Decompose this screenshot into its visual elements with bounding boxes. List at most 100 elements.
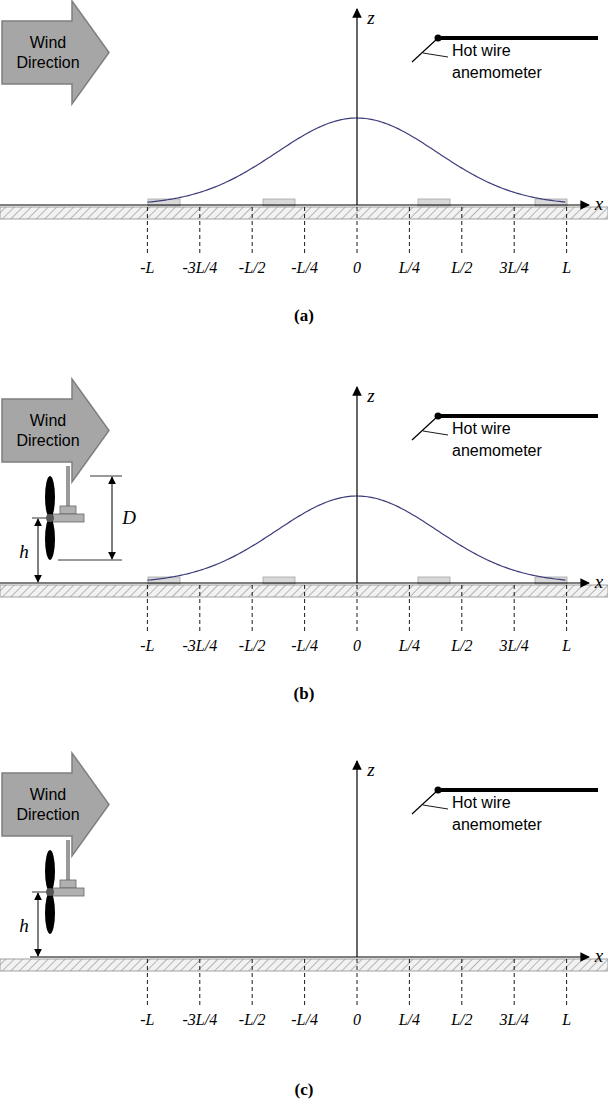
tick-label: L/4 <box>399 636 420 655</box>
turbine-nacelle <box>60 880 76 888</box>
leader-line <box>423 431 448 435</box>
position-line <box>514 585 515 632</box>
rotor-blade <box>45 850 55 892</box>
tick-label: -L <box>140 636 154 655</box>
position-line <box>409 959 410 1006</box>
position-line <box>566 959 567 1006</box>
x-axis <box>0 204 589 205</box>
position-line <box>199 585 200 632</box>
anemometer-probe <box>412 416 438 440</box>
tick-label: L/2 <box>451 258 472 277</box>
panel-caption: (a) <box>294 306 314 326</box>
turbine-nacelle <box>60 506 76 514</box>
extension-line <box>58 560 122 561</box>
tick-label: L <box>562 636 571 655</box>
position-line <box>461 207 462 254</box>
tick-label: -L/2 <box>239 636 266 655</box>
panel-caption: (b) <box>294 684 315 704</box>
anemometer-support <box>438 788 598 792</box>
position-line <box>514 207 515 254</box>
rotor-blade <box>45 892 55 934</box>
anemometer-label: Hot wire anemometer <box>452 792 564 836</box>
anemometer-support <box>438 414 598 418</box>
position-line <box>514 959 515 1006</box>
position-line <box>252 207 253 254</box>
arrow-label: Wind Direction <box>10 411 86 451</box>
dimension-label: h <box>19 915 29 938</box>
tick-label: -3L/4 <box>182 258 217 277</box>
tick-label: L <box>562 258 571 277</box>
block-arrow <box>2 753 109 856</box>
panel-caption: (c) <box>295 1080 314 1100</box>
tick-label: -L/4 <box>291 258 318 277</box>
extension-line <box>90 476 122 477</box>
tick-label: L/2 <box>451 1010 472 1029</box>
position-line <box>304 585 305 632</box>
tick-label: -3L/4 <box>182 636 217 655</box>
tick-label: 0 <box>353 1010 361 1029</box>
rotor-hub <box>46 888 54 896</box>
tick-label: L <box>562 1010 571 1029</box>
position-line <box>252 959 253 1006</box>
x-axis <box>30 956 589 957</box>
wind-arrow: Wind Direction <box>2 752 110 857</box>
position-line <box>304 207 305 254</box>
tick-label: -L/4 <box>291 1010 318 1029</box>
dimension-label: D <box>122 507 136 530</box>
position-line <box>147 585 148 632</box>
axis-label: x <box>595 193 603 216</box>
x-axis <box>0 582 589 583</box>
anemometer-label: Hot wire anemometer <box>452 418 564 462</box>
arrow-text: Wind Direction <box>10 785 86 825</box>
tick-label: 0 <box>353 258 361 277</box>
anemometer-probe <box>412 790 438 814</box>
turbine-tower <box>66 466 70 506</box>
position-line <box>304 959 305 1006</box>
height-dimension <box>38 893 39 956</box>
ground-hatch <box>0 959 608 971</box>
turbine-nacelle <box>52 514 84 522</box>
ground-hatch <box>0 585 608 597</box>
rotor-blade <box>45 476 55 518</box>
position-line <box>566 585 567 632</box>
ground-hatch <box>0 207 608 219</box>
axis-label: z <box>367 385 374 408</box>
extension-line <box>32 892 46 893</box>
anemometer-joint <box>435 787 442 794</box>
rotor-hub <box>46 514 54 522</box>
arrow-text: Wind Direction <box>10 33 86 73</box>
z-axis <box>356 9 357 205</box>
wind-arrow: Wind Direction <box>2 378 110 483</box>
anemometer-probe <box>412 38 438 62</box>
z-axis <box>356 761 357 957</box>
position-line <box>357 585 358 632</box>
tick-label: -L <box>140 258 154 277</box>
anemometer-support <box>438 36 598 40</box>
position-line <box>199 959 200 1006</box>
position-line <box>357 959 358 1006</box>
position-line <box>461 959 462 1006</box>
anemometer-label: Hot wire anemometer <box>452 40 564 84</box>
position-line <box>409 207 410 254</box>
z-axis <box>356 387 357 583</box>
position-line <box>199 207 200 254</box>
tick-label: L/2 <box>451 636 472 655</box>
arrow-outline <box>2 378 110 483</box>
arrow-outline <box>2 752 110 857</box>
tick-label: 0 <box>353 636 361 655</box>
anemometer-joint <box>435 413 442 420</box>
block-arrow <box>2 1 109 104</box>
tick-label: L/4 <box>399 258 420 277</box>
tick-label: -L/4 <box>291 636 318 655</box>
tick-label: -3L/4 <box>182 1010 217 1029</box>
position-line <box>252 585 253 632</box>
axis-label: x <box>595 571 603 594</box>
leader-line <box>423 53 448 57</box>
tick-label: L/4 <box>399 1010 420 1029</box>
arrow-label: Wind Direction <box>10 785 86 825</box>
tick-label: 3L/4 <box>500 258 529 277</box>
position-line <box>147 959 148 1006</box>
leader-line <box>423 805 448 809</box>
